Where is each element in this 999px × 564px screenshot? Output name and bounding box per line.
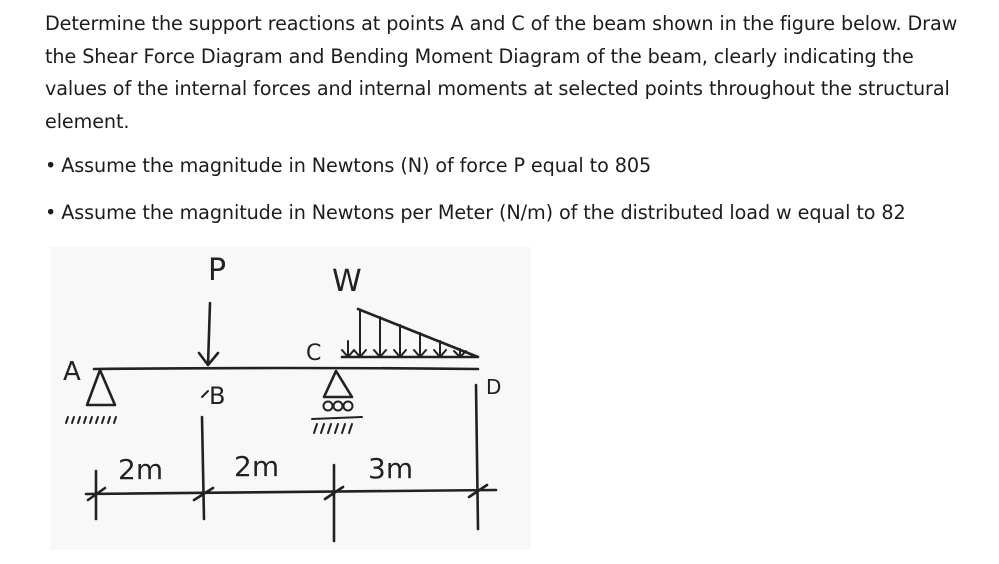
beam [92,366,480,371]
force-p-arrow [197,301,220,367]
point-b-mark [201,390,209,398]
dimension-line [84,488,498,496]
problem-statement: Determine the support reactions at point… [45,8,975,225]
roller-wheel [342,400,354,412]
bullet-text: Assume the magnitude in Newtons (N) of f… [61,154,652,177]
bullet-mark: • [45,154,57,177]
roller-wheel [322,400,334,412]
load-w-label: W [332,264,362,299]
bullet-item-force-p: •Assume the magnitude in Newtons (N) of … [45,154,975,178]
dimension-tick-d [467,383,489,531]
bullet-item-load-w: •Assume the magnitude in Newtons per Met… [45,201,975,225]
support-a-ground [65,416,117,424]
support-a-pin [85,368,117,407]
problem-paragraph: Determine the support reactions at point… [45,12,958,133]
beam-diagram: P A B C W D 2m 2m 3m [63,253,501,543]
dimension-tick-a [86,469,107,521]
support-c-ground [311,416,363,434]
point-c-label: C [306,341,321,366]
distributed-load-arrows [341,309,467,358]
distributed-load-outline [340,307,480,359]
dimension-tick-c [323,463,345,543]
beam-figure: P A B C W D 2m 2m 3m [50,247,531,550]
dimension-label: 2m [234,450,279,483]
dimension-label: 3m [368,452,413,485]
dimension-tick-b [192,415,215,521]
point-a-label: A [63,357,81,387]
point-b-label: B [209,382,225,410]
dimension-label: 2m [118,453,163,486]
bullet-mark: • [45,201,57,224]
force-p-label: P [208,253,226,288]
roller-wheel [332,400,344,412]
bullet-text: Assume the magnitude in Newtons per Mete… [61,201,906,224]
point-d-label: D [486,375,501,399]
support-c-roller [322,369,354,399]
